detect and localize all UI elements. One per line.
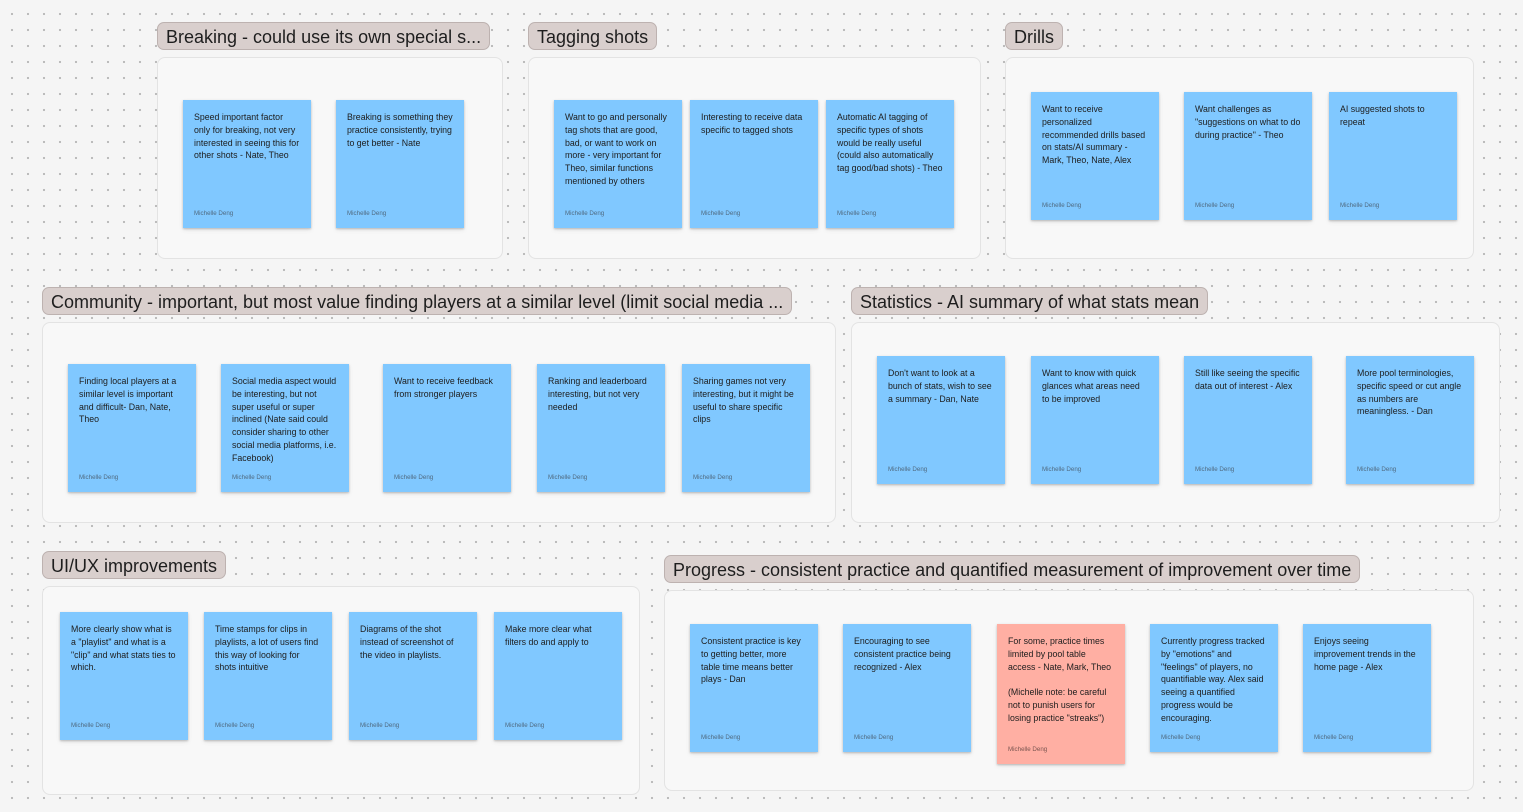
sticky-note-text: Consistent practice is key to getting be… <box>701 636 801 685</box>
sticky-note-author: Michelle Deng <box>701 210 741 217</box>
section-statistics-title[interactable]: Statistics - AI summary of what stats me… <box>851 287 1209 315</box>
sticky-note-text: Don't want to look at a bunch of stats, … <box>888 368 992 404</box>
sticky-note-author: Michelle Deng <box>1357 466 1397 473</box>
sticky-note-author: Michelle Deng <box>215 722 255 729</box>
sticky-note[interactable]: Currently progress tracked by "emotions"… <box>1150 624 1278 752</box>
sticky-note[interactable]: More clearly show what is a "playlist" a… <box>60 612 188 740</box>
sticky-note[interactable]: Want challenges as "suggestions on what … <box>1184 92 1312 220</box>
sticky-note[interactable]: Finding local players at a similar level… <box>68 364 196 492</box>
sticky-note-text: AI suggested shots to repeat <box>1340 104 1425 127</box>
sticky-note[interactable]: Breaking is something they practice cons… <box>336 100 464 228</box>
sticky-note-text: Social media aspect would be interesting… <box>232 376 337 463</box>
sticky-note-text: More pool terminologies, specific speed … <box>1357 368 1462 417</box>
sticky-note-author: Michelle Deng <box>79 474 119 481</box>
sticky-note-author: Michelle Deng <box>701 734 741 741</box>
sticky-note[interactable]: Encouraging to see consistent practice b… <box>843 624 971 752</box>
sticky-note-text: Speed important factor only for breaking… <box>194 112 300 161</box>
sticky-note-author: Michelle Deng <box>71 722 111 729</box>
sticky-note-text: Still like seeing the specific data out … <box>1195 368 1300 391</box>
sticky-note-text: More clearly show what is a "playlist" a… <box>71 624 176 673</box>
sticky-note[interactable]: Want to know with quick glances what are… <box>1031 356 1159 484</box>
sticky-note[interactable]: Social media aspect would be interesting… <box>221 364 349 492</box>
sticky-note-author: Michelle Deng <box>1008 746 1048 753</box>
sticky-note[interactable]: Diagrams of the shot instead of screensh… <box>349 612 477 740</box>
sticky-note[interactable]: Want to receive personalized recommended… <box>1031 92 1159 220</box>
section-breaking-title[interactable]: Breaking - could use its own special s..… <box>157 22 491 50</box>
sticky-note[interactable]: Want to receive feedback from stronger p… <box>383 364 511 492</box>
sticky-note-text: Want to know with quick glances what are… <box>1042 368 1140 404</box>
sticky-note-author: Michelle Deng <box>565 210 605 217</box>
sticky-note[interactable]: Time stamps for clips in playlists, a lo… <box>204 612 332 740</box>
sticky-note-author: Michelle Deng <box>548 474 588 481</box>
sticky-note-text: Want challenges as "suggestions on what … <box>1195 104 1301 140</box>
sticky-note[interactable]: Still like seeing the specific data out … <box>1184 356 1312 484</box>
sticky-note[interactable]: Ranking and leaderboard interesting, but… <box>537 364 665 492</box>
sticky-note-author: Michelle Deng <box>888 466 928 473</box>
sticky-note-author: Michelle Deng <box>1195 466 1235 473</box>
sticky-note-text: Sharing games not very interesting, but … <box>693 376 794 425</box>
sticky-note-author: Michelle Deng <box>1340 202 1380 209</box>
sticky-note-author: Michelle Deng <box>837 210 877 217</box>
section-tagging-title[interactable]: Tagging shots <box>528 22 658 50</box>
section-drills-title[interactable]: Drills <box>1005 22 1063 50</box>
sticky-note[interactable]: Make more clear what filters do and appl… <box>494 612 622 740</box>
sticky-note-author: Michelle Deng <box>347 210 387 217</box>
sticky-note-text: Want to go and personally tag shots that… <box>565 112 667 186</box>
sticky-note-text: Currently progress tracked by "emotions"… <box>1161 636 1265 723</box>
sticky-note-text: Breaking is something they practice cons… <box>347 112 453 148</box>
sticky-note-text: Enjoys seeing improvement trends in the … <box>1314 636 1416 672</box>
sticky-note[interactable]: Enjoys seeing improvement trends in the … <box>1303 624 1431 752</box>
sticky-note-author: Michelle Deng <box>854 734 894 741</box>
sticky-note[interactable]: Interesting to receive data specific to … <box>690 100 818 228</box>
sticky-note-text: Encouraging to see consistent practice b… <box>854 636 951 672</box>
section-uiux-title[interactable]: UI/UX improvements <box>42 551 227 579</box>
sticky-note-author: Michelle Deng <box>1042 466 1082 473</box>
sticky-note-author: Michelle Deng <box>360 722 400 729</box>
sticky-note[interactable]: Sharing games not very interesting, but … <box>682 364 810 492</box>
sticky-note-text: Diagrams of the shot instead of screensh… <box>360 624 454 660</box>
sticky-note-author: Michelle Deng <box>394 474 434 481</box>
sticky-note-author: Michelle Deng <box>505 722 545 729</box>
sticky-note-author: Michelle Deng <box>693 474 733 481</box>
section-progress-title[interactable]: Progress - consistent practice and quant… <box>664 555 1361 583</box>
sticky-note[interactable]: Don't want to look at a bunch of stats, … <box>877 356 1005 484</box>
sticky-note-author: Michelle Deng <box>1314 734 1354 741</box>
sticky-note-text: Make more clear what filters do and appl… <box>505 624 592 647</box>
sticky-note-author: Michelle Deng <box>1161 734 1201 741</box>
sticky-note[interactable]: More pool terminologies, specific speed … <box>1346 356 1474 484</box>
sticky-note[interactable]: Automatic AI tagging of specific types o… <box>826 100 954 228</box>
sticky-note-text: Want to receive feedback from stronger p… <box>394 376 493 399</box>
sticky-note[interactable]: Want to go and personally tag shots that… <box>554 100 682 228</box>
sticky-note[interactable]: Consistent practice is key to getting be… <box>690 624 818 752</box>
sticky-note-author: Michelle Deng <box>194 210 234 217</box>
sticky-note-author: Michelle Deng <box>1042 202 1082 209</box>
sticky-note-text: Time stamps for clips in playlists, a lo… <box>215 624 319 673</box>
sticky-note[interactable]: Speed important factor only for breaking… <box>183 100 311 228</box>
sticky-note-author: Michelle Deng <box>232 474 272 481</box>
section-community-title[interactable]: Community - important, but most value fi… <box>42 287 793 315</box>
sticky-note-text: For some, practice times limited by pool… <box>1008 636 1111 723</box>
sticky-note-highlighted[interactable]: For some, practice times limited by pool… <box>997 624 1125 764</box>
sticky-note-text: Ranking and leaderboard interesting, but… <box>548 376 647 412</box>
sticky-note-text: Automatic AI tagging of specific types o… <box>837 112 943 174</box>
sticky-note-text: Finding local players at a similar level… <box>79 376 177 425</box>
sticky-note[interactable]: AI suggested shots to repeat Michelle De… <box>1329 92 1457 220</box>
sticky-note-author: Michelle Deng <box>1195 202 1235 209</box>
sticky-note-text: Want to receive personalized recommended… <box>1042 104 1146 166</box>
sticky-note-text: Interesting to receive data specific to … <box>701 112 803 135</box>
